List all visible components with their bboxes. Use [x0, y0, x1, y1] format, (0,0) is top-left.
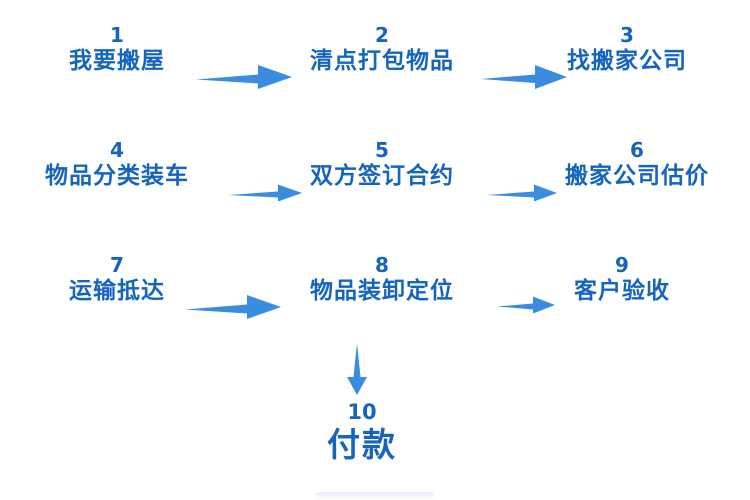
step-4-label: 物品分类装车 [45, 163, 189, 189]
step-5-label: 双方签订合约 [310, 163, 454, 189]
cropped-content-edge [316, 492, 434, 500]
step-8-label: 物品装卸定位 [310, 278, 454, 304]
step-6-label: 搬家公司估价 [565, 163, 709, 189]
step-5-number: 5 [375, 138, 389, 162]
flow-step-3[interactable]: 3 找搬家公司 [567, 24, 687, 76]
step-8-number: 8 [375, 253, 389, 277]
flow-step-8[interactable]: 8 物品装卸定位 [310, 254, 454, 306]
arrow-step4-to-step5 [228, 181, 302, 205]
flow-step-5[interactable]: 5 双方签订合约 [310, 139, 454, 191]
flow-step-7[interactable]: 7 运输抵达 [69, 254, 165, 306]
step-2-label: 清点打包物品 [310, 48, 454, 74]
arrow-step5-to-step6 [487, 181, 557, 205]
step-10-number: 10 [347, 400, 377, 424]
arrow-step8-to-step10 [344, 343, 370, 395]
step-6-number: 6 [630, 138, 644, 162]
step-4-number: 4 [110, 138, 124, 162]
flow-step-4[interactable]: 4 物品分类装车 [45, 139, 189, 191]
flow-step-1[interactable]: 1 我要搬屋 [69, 24, 165, 76]
step-9-number: 9 [615, 253, 629, 277]
step-9-label: 客户验收 [574, 278, 670, 304]
step-7-label: 运输抵达 [69, 278, 165, 304]
arrow-step2-to-step3 [481, 62, 567, 92]
step-10-label: 付款 [327, 425, 397, 465]
step-2-number: 2 [375, 23, 389, 47]
step-3-number: 3 [620, 23, 634, 47]
flow-step-9[interactable]: 9 客户验收 [574, 254, 670, 306]
flow-step-10[interactable]: 10 付款 [327, 400, 397, 465]
step-3-label: 找搬家公司 [567, 48, 687, 74]
step-7-number: 7 [110, 253, 124, 277]
arrow-step1-to-step2 [196, 62, 292, 92]
flow-step-2[interactable]: 2 清点打包物品 [310, 24, 454, 76]
arrow-step8-to-step9 [497, 294, 555, 316]
flow-step-6[interactable]: 6 搬家公司估价 [565, 139, 709, 191]
arrow-step7-to-step8 [185, 292, 281, 322]
step-1-number: 1 [110, 23, 124, 47]
step-1-label: 我要搬屋 [69, 48, 165, 74]
